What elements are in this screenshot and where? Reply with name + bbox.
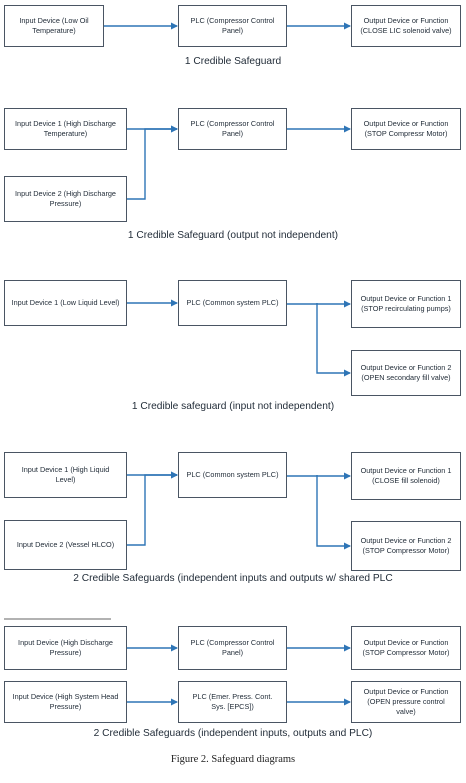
diagram-2-box-in1: Input Device 1 (High Discharge Temperatu…	[4, 108, 127, 150]
diagram-2-caption: 1 Credible Safeguard (output not indepen…	[127, 230, 339, 241]
diagram-1-box-in1: Input Device (Low Oil Temperature)	[4, 5, 104, 47]
figure-caption: Figure 2. Safeguard diagrams	[170, 754, 296, 765]
diagram-2-box-in2: Input Device 2 (High Discharge Pressure)	[4, 176, 127, 222]
diagram-4-box-in2: Input Device 2 (Vessel HLCO)	[4, 520, 127, 570]
diagram-4-connector-in2-to-plc	[127, 471, 178, 546]
diagram-3-box-out2: Output Device or Function 2 (OPEN second…	[351, 350, 461, 396]
diagram-5-box-in1: Input Device (High Discharge Pressure)	[4, 626, 127, 670]
diagram-4-box-out1: Output Device or Function 1 (CLOSE fill …	[351, 452, 461, 500]
diagram-2-connector-in2-to-plc	[127, 125, 178, 200]
diagram-5-box-plc1: PLC (Compressor Control Panel)	[178, 626, 287, 670]
diagram-4-box-out2: Output Device or Function 2 (STOP Compre…	[351, 521, 461, 571]
diagram-5-box-in2: Input Device (High System Head Pressure)	[4, 681, 127, 723]
diagram-5-caption: 2 Credible Safeguards (independent input…	[93, 728, 373, 739]
diagram-3-connector-plc-to-out2	[316, 303, 351, 377]
diagram-1-caption: 1 Credible Safeguard	[184, 56, 282, 67]
diagram-4-box-in1: Input Device 1 (High Liquid Level)	[4, 452, 127, 498]
diagram-2-box-out1: Output Device or Function (STOP Compress…	[351, 108, 461, 150]
diagram-1-box-out1: Output Device or Function (CLOSE LIC sol…	[351, 5, 461, 47]
diagram-4-caption: 2 Credible Safeguards (independent input…	[73, 573, 393, 584]
diagram-4-box-plc: PLC (Common system PLC)	[178, 452, 287, 498]
diagram-1-box-plc: PLC (Compressor Control Panel)	[178, 5, 287, 47]
diagram-4-connector-plc-to-out2	[316, 475, 351, 550]
diagram-3-box-in1: Input Device 1 (Low Liquid Level)	[4, 280, 127, 326]
diagram-3-box-out1: Output Device or Function 1 (STOP recirc…	[351, 280, 461, 328]
diagram-3-box-plc: PLC (Common system PLC)	[178, 280, 287, 326]
diagram-2-box-plc: PLC (Compressor Control Panel)	[178, 108, 287, 150]
diagram-5-box-out1: Output Device or Function (STOP Compress…	[351, 626, 461, 670]
diagram-5-box-out2: Output Device or Function (OPEN pressure…	[351, 681, 461, 723]
diagram-3-caption: 1 Credible safeguard (input not independ…	[131, 401, 335, 412]
diagram-5-box-plc2: PLC (Emer. Press. Cont. Sys. [EPCS])	[178, 681, 287, 723]
